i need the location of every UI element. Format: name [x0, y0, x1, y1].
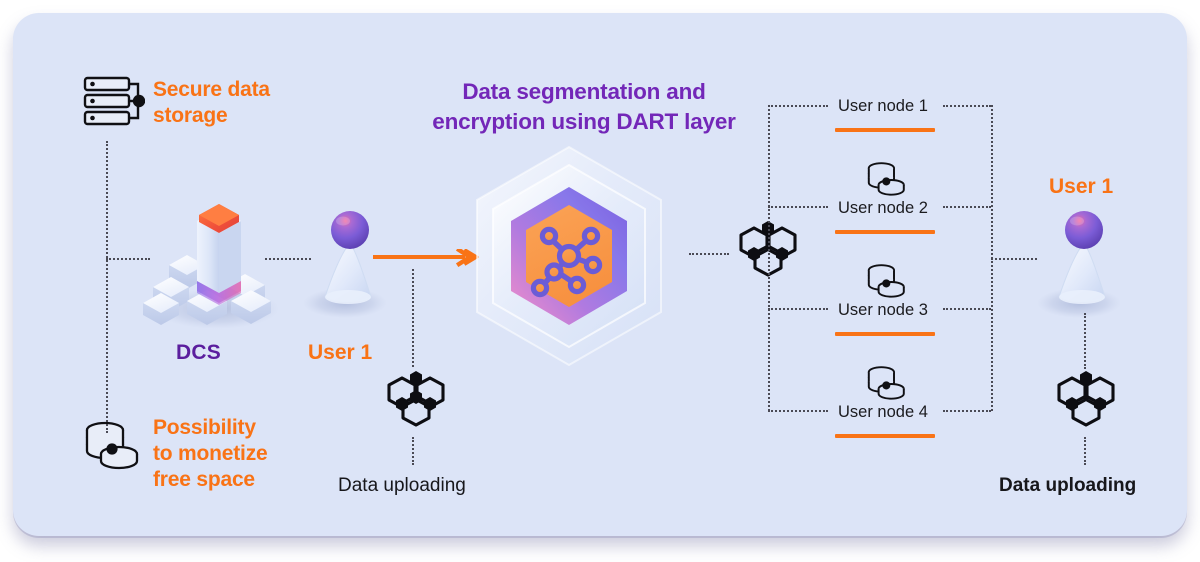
coin-stack-icon-node-4 [867, 366, 905, 400]
user-node-3-bar [835, 332, 935, 336]
node-bracket-right-branch-4 [943, 410, 991, 412]
dcs-to-user-connector [265, 258, 311, 260]
feature-secure-storage-line1: Secure data [153, 78, 270, 101]
blockchain-hex-icon-left [387, 371, 445, 427]
page-title: Data segmentation and encryption using D… [403, 77, 765, 137]
node-bracket-right-branch-2 [943, 206, 991, 208]
user-to-upload-connector-left [412, 269, 414, 367]
user-pawn-icon-left [295, 205, 405, 325]
user-node-1-bar [835, 128, 935, 132]
node-bracket-left-branch-4 [768, 410, 828, 412]
node-bracket-right-branch-1 [943, 105, 991, 107]
node-bracket-left-branch-2 [768, 206, 828, 208]
node-bracket-left-branch-3 [768, 308, 828, 310]
user-node-4-label: User node 4 [838, 403, 928, 421]
blockchain-hex-icon-right [1057, 371, 1115, 427]
user-node-1-label: User node 1 [838, 97, 928, 115]
feature-monetize-label: Possibility to monetize free space [153, 415, 343, 493]
left-connector-branch [106, 258, 150, 260]
user-node-4-bar [835, 434, 935, 438]
node-bracket-right-branch-3 [943, 308, 991, 310]
coin-stack-icon-node-2 [867, 162, 905, 196]
page-title-line1: Data segmentation and [462, 79, 706, 104]
feature-secure-storage-line2: storage [153, 104, 228, 127]
left-connector-vertical [106, 141, 108, 433]
user-node-2-label: User node 2 [838, 199, 928, 217]
dcs-cluster-graphic [139, 191, 289, 331]
feature-monetize-line1: Possibility [153, 416, 256, 439]
upload-label-connector-left [412, 437, 414, 465]
feature-secure-storage-label: Secure data storage [153, 77, 333, 129]
user-to-upload-connector-right [1084, 313, 1086, 369]
page-title-line2: encryption using DART layer [432, 109, 736, 134]
data-uploading-label-right: Data uploading [999, 475, 1137, 496]
server-rack-icon [83, 76, 145, 126]
user-node-3-label: User node 3 [838, 301, 928, 319]
dart-layer-hexagon [457, 143, 681, 369]
hexagon-to-distribution-connector [689, 253, 729, 255]
user-node-2-bar [835, 230, 935, 234]
node-bracket-left-branch-1 [768, 105, 828, 107]
coin-stack-icon-node-3 [867, 264, 905, 298]
user-1-label-left: User 1 [308, 341, 373, 364]
nodes-to-user-connector-right [991, 258, 1037, 260]
diagram-card: Secure data storage Possibility to monet… [13, 13, 1187, 536]
user-pawn-icon-right [1029, 205, 1139, 325]
data-uploading-label-left: Data uploading [338, 475, 466, 496]
feature-monetize-line2: to monetize [153, 442, 268, 465]
dcs-label: DCS [176, 341, 221, 364]
coin-stack-icon [85, 421, 139, 470]
upload-label-connector-right [1084, 437, 1086, 465]
feature-monetize-line3: free space [153, 468, 255, 491]
node-bracket-left-spine [768, 105, 770, 411]
user-1-label-right: User 1 [1049, 175, 1114, 198]
